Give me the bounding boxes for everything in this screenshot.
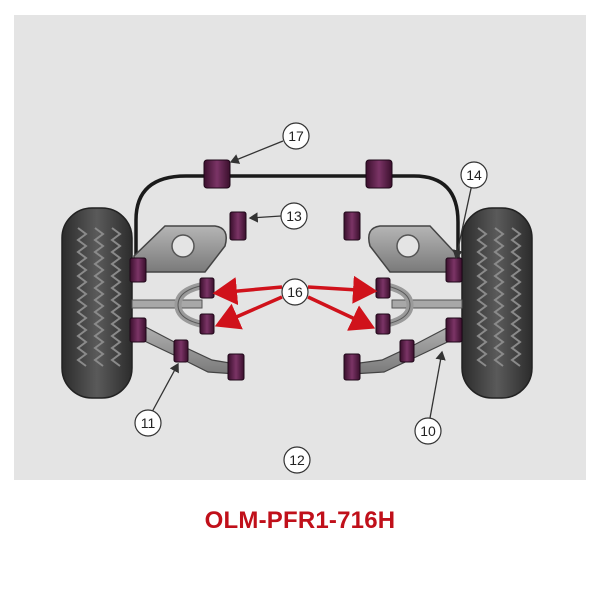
bush-14-left <box>129 257 147 283</box>
leader-11 <box>151 362 179 413</box>
arrow-16-to-top-right <box>307 275 378 304</box>
leader-lines <box>151 140 473 419</box>
callout-17-label: 17 <box>288 128 304 144</box>
callout-13-label: 13 <box>286 208 302 224</box>
bush-13-left <box>229 211 247 241</box>
callout-10: 10 <box>414 417 442 445</box>
bush-13-right <box>343 211 361 241</box>
callout-17: 17 <box>282 122 310 150</box>
left-wheel <box>61 207 133 399</box>
bush-17-left <box>203 159 231 189</box>
callout-11: 11 <box>134 409 162 437</box>
bush-16-bottom-left <box>199 313 215 335</box>
leader-10 <box>429 350 446 419</box>
callout-16-label: 16 <box>287 284 303 300</box>
bush-17-right <box>365 159 393 189</box>
left-upper-arm <box>133 225 227 273</box>
anti-roll-bar <box>134 174 460 262</box>
bush-16-top-left <box>199 277 215 299</box>
leader-14 <box>452 183 473 260</box>
bush-10 <box>399 339 415 363</box>
callout-12: 12 <box>283 446 311 474</box>
callout-12-label: 12 <box>289 452 305 468</box>
callout-16: 16 <box>281 278 309 306</box>
bush-11 <box>173 339 189 363</box>
red-arrows-16 <box>212 275 378 331</box>
callout-14-label: 14 <box>466 167 482 183</box>
leader-13 <box>248 212 282 223</box>
bush-16-bottom-right <box>375 313 391 335</box>
bushings <box>129 159 463 381</box>
part-number-title: OLM-PFR1-716H <box>204 507 396 534</box>
bush-lower-inner-left <box>227 353 245 381</box>
arrow-16-to-bottom-right <box>307 295 376 331</box>
callout-14: 14 <box>460 161 488 189</box>
middle-links <box>131 281 463 329</box>
bush-lower-hub-left <box>129 317 147 343</box>
right-upper-arm <box>368 225 459 273</box>
leader-17 <box>229 140 284 164</box>
arrow-16-to-bottom-left <box>214 295 283 330</box>
bush-16-top-right <box>375 277 391 299</box>
bush-lower-inner-right <box>343 353 361 381</box>
callout-10-label: 10 <box>420 423 436 439</box>
arrow-16-to-top-left <box>212 277 283 306</box>
right-wheel <box>461 207 533 399</box>
callout-13: 13 <box>280 202 308 230</box>
callout-11-label: 11 <box>141 415 156 431</box>
bush-lower-hub-right <box>445 317 463 343</box>
bush-14-right <box>445 257 463 283</box>
